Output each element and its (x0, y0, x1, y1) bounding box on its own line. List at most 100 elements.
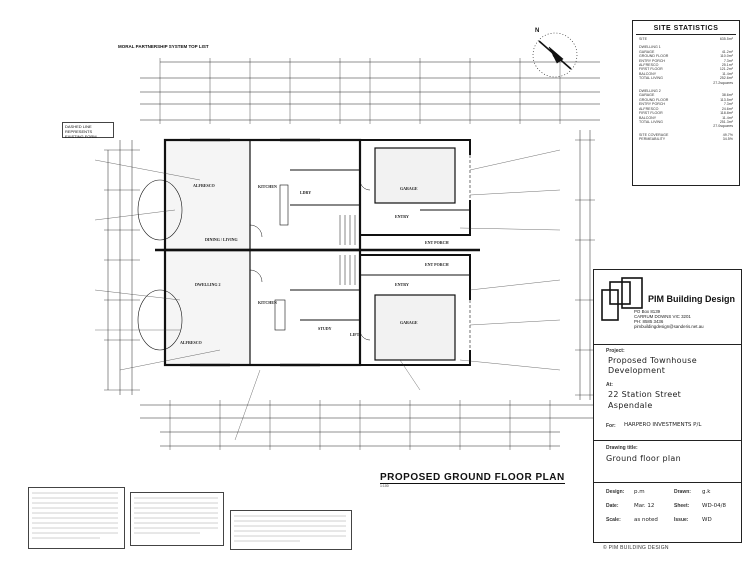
stat-label: ENTRY PORCH (639, 102, 666, 107)
site-statistics-site: SITE 635.5m² (633, 37, 739, 41)
drawing-title-label: Drawing title: (606, 445, 638, 451)
stat-label: BALCONY (639, 115, 657, 120)
dwelling1-title-row: DWELLING 1 (633, 45, 739, 49)
header-note-title: MORAL PARTNERSHIP SYSTEM TOP LIST (118, 44, 209, 49)
stat-value: 113.5m² (720, 97, 733, 102)
stat-label: ENTRY PORCH (639, 58, 666, 63)
plan-title: PROPOSED GROUND FLOOR PLAN (380, 472, 565, 484)
room-entry-1: ENTRY (395, 214, 409, 219)
room-garage-1: GARAGE (400, 186, 418, 191)
legend-box: DASHED LINE REPRESENTS EXISTING FORM (62, 122, 114, 139)
stat-value: 121.2m² (719, 67, 733, 72)
scale-label: Scale: (606, 517, 621, 523)
sheet-value: WD-04/8 (702, 503, 727, 509)
firm-address: PO Box 8139 CARRUM DOWNS VIC 3201 PH: 85… (634, 309, 704, 329)
design-label: Design: (606, 489, 625, 495)
issue-value: WD (702, 517, 712, 523)
site-statistics-coverage: SITE COVERAGE 49.7% PERMEABILITY 34.5% (633, 133, 739, 142)
drawn-label: Drawn: (674, 489, 691, 495)
stat-value: 110.0m² (720, 54, 733, 59)
room-kitchen-2: KITCHEN (258, 300, 277, 305)
stat-value: 11.4m² (722, 115, 733, 120)
stat-value: 41.2m² (721, 49, 733, 54)
copyright-footer: © PIM BUILDING DESIGN (603, 545, 669, 551)
stat-row: GROUND FLOOR 110.0m² (633, 54, 739, 58)
stat-value: 49.7% (722, 132, 733, 137)
dwelling1-title: DWELLING 1 (639, 45, 661, 50)
note-box-2 (130, 492, 224, 546)
at-value-2: Aspendale (608, 401, 653, 410)
firm-name: PIM Building Design (648, 294, 735, 304)
stat-value: 252.6m² (719, 76, 733, 81)
room-alfresco-1: ALFRESCO (193, 183, 215, 188)
stat-row: BALCONY 11.4m² (633, 72, 739, 76)
dwelling2-title: DWELLING 2 (639, 89, 661, 94)
drawn-value: g.k (702, 489, 711, 495)
plan-scale: 1:100 (380, 484, 389, 488)
for-value: HARPERO INVESTMENTS P/L (624, 422, 702, 428)
drawing-title-value: Ground floor plan (606, 454, 682, 463)
project-value-1: Proposed Townhouse (608, 356, 697, 365)
stat-row: PERMEABILITY 34.5% (633, 137, 739, 141)
stat-label: FIRST FLOOR (639, 67, 663, 72)
stat-label: PERMEABILITY (639, 137, 666, 142)
issue-label: Issue: (674, 517, 689, 523)
firm-address-line-4: pimbuildingdesign@sanderis.net.au (634, 324, 704, 329)
project-label: Project: (606, 348, 625, 354)
stat-label: GARAGE (639, 93, 655, 98)
stat-value: 27.0squares (713, 124, 733, 129)
scale-value: as noted (634, 517, 658, 523)
stat-label: TOTAL LIVING (639, 119, 663, 124)
stat-row: TOTAL LIVING 251.3m² (633, 120, 739, 124)
stat-row: SITE COVERAGE 49.7% (633, 133, 739, 137)
title-block: PIM Building Design PO Box 8139 CARRUM D… (593, 269, 742, 543)
note-box-3 (230, 510, 352, 550)
stat-label: ALFRESCO (639, 63, 659, 68)
design-value: p.m (634, 489, 645, 495)
stat-value: 25.1m² (721, 63, 733, 68)
stat-value: 34.5% (722, 137, 733, 142)
site-statistics-title: SITE STATISTICS (653, 25, 719, 32)
at-value-1: 22 Station Street (608, 390, 682, 399)
stat-value: 24.6m² (721, 106, 733, 111)
room-kitchen-1: KITCHEN (258, 184, 277, 189)
stat-row: ENTRY PORCH 7.3m² (633, 102, 739, 106)
stat-label: ALFRESCO (639, 106, 659, 111)
stat-value: 11.4m² (722, 71, 733, 76)
date-value: Mar. 12 (634, 503, 655, 509)
for-label: For: (606, 423, 616, 429)
stat-value: 635.5m² (719, 37, 733, 41)
stat-value: 251.3m² (719, 119, 733, 124)
room-entry-2: ENTRY (395, 282, 409, 287)
project-value-2: Development (608, 366, 666, 375)
room-study-2: STUDY (318, 326, 332, 331)
room-porch-1: ENT PORCH (425, 240, 449, 245)
stat-row: GARAGE 41.2m² (633, 50, 739, 54)
stat-row: ALFRESCO 25.1m² (633, 63, 739, 67)
stat-value: 38.6m² (721, 93, 733, 98)
stat-label: SITE COVERAGE (639, 132, 669, 137)
firm-address-line-1: PO Box 8139 (634, 309, 661, 314)
stat-row: ALFRESCO 24.6m² (633, 107, 739, 111)
stat-label: BALCONY (639, 71, 657, 76)
stat-label: GROUND FLOOR (639, 54, 669, 59)
dwelling2-title-row: DWELLING 2 (633, 89, 739, 93)
north-label: N (535, 28, 540, 34)
room-dining-living-1: DINING / LIVING (205, 237, 238, 242)
stat-row: 27.0squares (633, 124, 739, 128)
site-statistics-dwelling1: GARAGE 41.2m² GROUND FLOOR 110.0m² ENTRY POR… (633, 50, 739, 85)
stat-row: FIRST FLOOR 121.2m² (633, 67, 739, 71)
stat-label: GARAGE (639, 49, 655, 54)
room-dwelling-2: DWELLING 2 (195, 282, 221, 287)
room-lift-2: LIFT (350, 332, 360, 337)
stat-value: 7.3m² (723, 102, 733, 107)
stat-label: SITE (639, 37, 647, 41)
stat-value: 118.8m² (720, 111, 733, 116)
room-garage-2: GARAGE (400, 320, 418, 325)
firm-address-line-2: CARRUM DOWNS VIC 3201 (634, 314, 691, 319)
